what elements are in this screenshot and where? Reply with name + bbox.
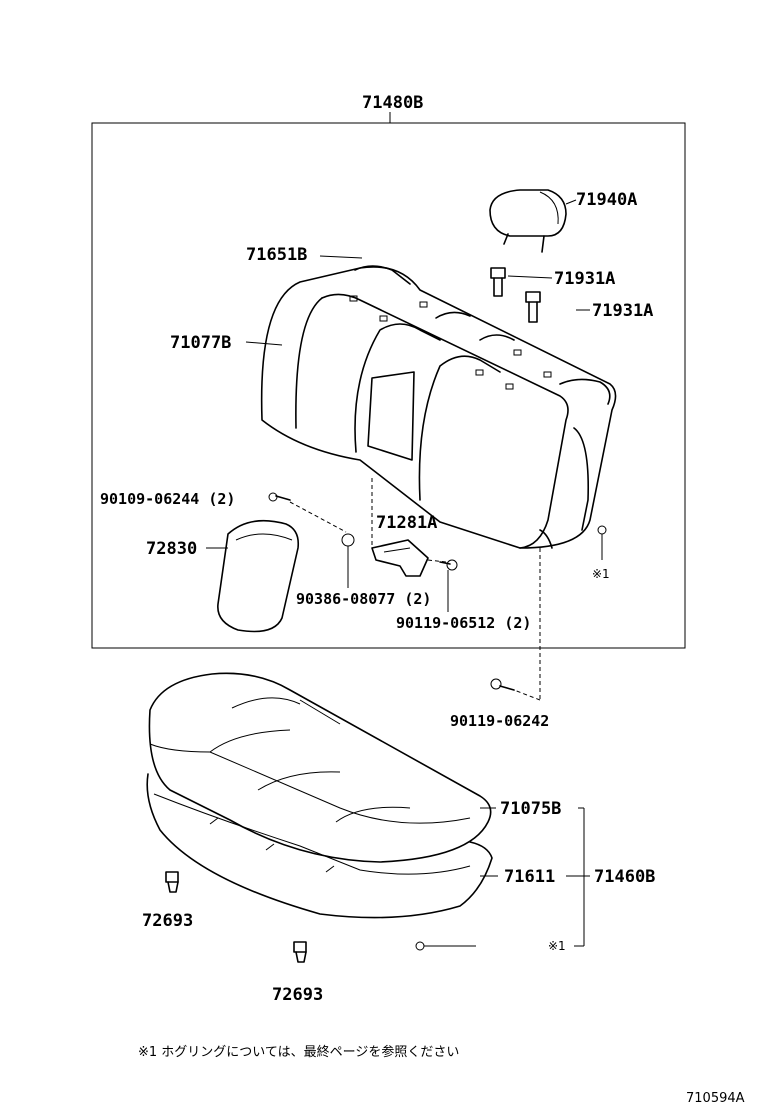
label-71940A: 71940A — [576, 190, 637, 210]
label-71075B: 71075B — [500, 799, 561, 819]
label-72830: 72830 — [146, 539, 197, 559]
label-90109-06244: 90109-06244 (2) — [100, 490, 235, 508]
label-71931A-1: 71931A — [554, 269, 615, 289]
bracket-71460B — [566, 807, 590, 947]
headrest-drawing — [489, 189, 577, 253]
label-90386-08077: 90386-08077 (2) — [296, 590, 431, 608]
bolt-90119-06242-drawing — [490, 548, 541, 701]
label-71281A: 71281A — [376, 513, 437, 533]
label-72693-2: 72693 — [272, 985, 323, 1005]
figure-id: 710594A — [686, 1091, 745, 1106]
seat-back-tabs — [349, 295, 552, 390]
hog-ring-upper — [597, 525, 607, 560]
headrest-support-2-drawing — [525, 291, 590, 323]
ref-mark-upper: ※1 — [592, 567, 610, 581]
footnote: ※1 ホグリングについては、最終ページを参照ください — [138, 1044, 459, 1060]
label-90119-06512: 90119-06512 (2) — [396, 614, 531, 632]
label-71611: 71611 — [504, 867, 555, 887]
armrest-hinge-drawing — [268, 478, 458, 612]
label-71931A-2: 71931A — [592, 301, 653, 321]
clip-1-drawing — [165, 871, 179, 893]
label-71480B: 71480B — [362, 93, 423, 113]
label-90119-06242: 90119-06242 — [450, 712, 549, 730]
label-71651B: 71651B — [246, 245, 307, 265]
clip-2-drawing — [293, 941, 307, 963]
label-71077B: 71077B — [170, 333, 231, 353]
assembly-box-71480B — [91, 112, 686, 649]
seat-cushion-drawing — [146, 672, 498, 919]
seat-back-drawing — [245, 255, 617, 549]
headrest-support-1-drawing — [490, 267, 553, 297]
label-71460B: 71460B — [594, 867, 655, 887]
label-72693-1: 72693 — [142, 911, 193, 931]
armrest-drawing — [206, 519, 300, 633]
ref-mark-lower: ※1 — [548, 939, 566, 953]
hog-ring-lower — [415, 941, 476, 951]
